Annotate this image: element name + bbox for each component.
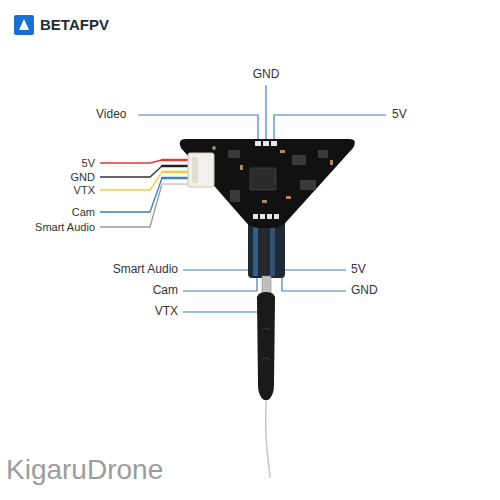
pad-label: 5V [349, 263, 368, 277]
wire-label: GND [69, 171, 97, 184]
pin-label: 5V [390, 108, 409, 122]
jst-connector [188, 153, 214, 187]
pad-label: GND [349, 284, 380, 298]
logo-mark [19, 19, 29, 30]
connector-wires [162, 160, 190, 184]
watermark: KigaruDrone [4, 454, 165, 486]
wire-leaders [100, 160, 162, 227]
signal-label: Video [94, 108, 128, 122]
antenna-wire [266, 400, 270, 478]
brand-logo: BETAFPV [38, 16, 111, 33]
wire-label: 5V [80, 157, 97, 170]
connector-latch [192, 157, 198, 183]
leader-lines [138, 85, 386, 312]
heat-shrink [257, 292, 275, 400]
wire-label: Smart Audio [33, 221, 97, 234]
pin-label: GND [251, 68, 282, 82]
pad-label: Smart Audio [111, 263, 180, 277]
board-components [212, 146, 333, 203]
logo-icon [14, 15, 34, 35]
vtx-board [180, 139, 355, 228]
pad-label: VTX [153, 305, 180, 319]
wire-label: Cam [70, 206, 97, 219]
pad-label: Cam [151, 284, 180, 298]
heat-shrink-ridge [262, 328, 270, 360]
wire-label: VTX [72, 184, 97, 197]
